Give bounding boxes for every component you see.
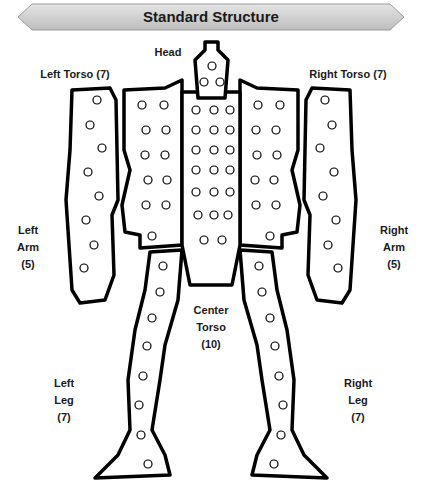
center-torso-shape bbox=[182, 92, 240, 285]
title-banner bbox=[18, 4, 404, 30]
part-label: Right Torso (7) bbox=[293, 66, 403, 83]
head-shape bbox=[195, 42, 228, 98]
center-torso-circles bbox=[192, 106, 234, 244]
part-label: Right Arm (5) bbox=[377, 222, 411, 273]
part-label: Left Arm (5) bbox=[11, 222, 45, 273]
head-circles bbox=[200, 62, 224, 86]
left-body-parts bbox=[66, 80, 182, 478]
part-label: Center Torso (10) bbox=[188, 302, 234, 353]
right-body-parts bbox=[240, 80, 356, 478]
part-label: Head bbox=[143, 44, 193, 61]
part-label: Left Torso (7) bbox=[20, 66, 130, 83]
part-label: Right Leg (7) bbox=[340, 375, 376, 426]
part-label: Left Leg (7) bbox=[46, 375, 82, 426]
title-text: Standard Structure bbox=[40, 8, 382, 26]
